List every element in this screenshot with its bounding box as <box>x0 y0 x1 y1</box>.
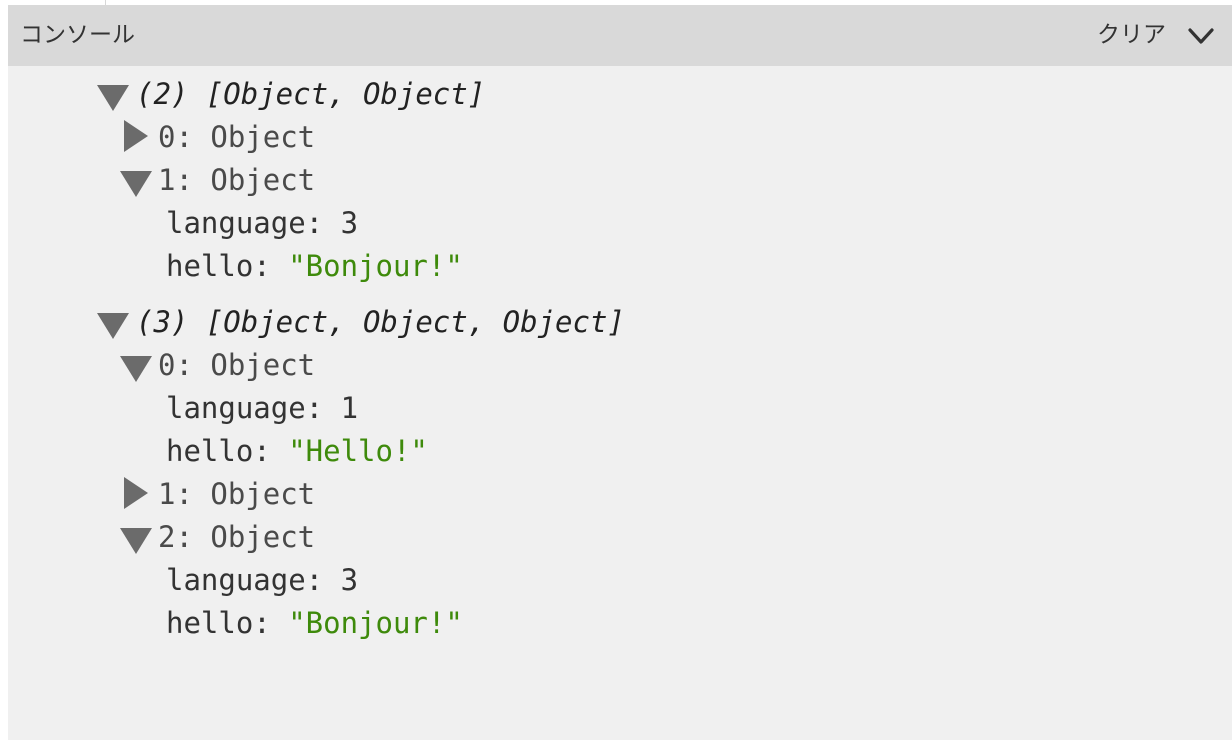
property-key: language: <box>166 206 341 240</box>
expand-triangle-down-icon[interactable] <box>120 171 152 197</box>
array-item[interactable]: 0: Object <box>158 120 316 154</box>
expand-triangle-down-icon[interactable] <box>120 528 152 554</box>
property-value: "Hello!" <box>288 434 428 468</box>
property-key: language: <box>166 563 341 597</box>
array-item[interactable]: 1: Object <box>158 163 316 197</box>
property-key: hello: <box>166 434 289 468</box>
property-value: "Bonjour!" <box>288 249 463 283</box>
property-key: hello: <box>166 249 289 283</box>
expand-triangle-down-icon[interactable] <box>97 85 129 111</box>
object-property: language: 3 <box>166 560 358 600</box>
top-strip-divider <box>105 0 106 5</box>
log-entry-summary[interactable]: (3) [Object, Object, Object] <box>136 305 625 339</box>
expand-triangle-down-icon[interactable] <box>97 313 129 339</box>
property-value: 1 <box>340 391 359 425</box>
array-item[interactable]: 2: Object <box>158 520 316 554</box>
log-entry-summary[interactable]: (2) [Object, Object] <box>136 77 486 111</box>
object-property: language: 3 <box>166 203 358 243</box>
collapse-triangle-right-icon[interactable] <box>124 120 148 152</box>
expand-triangle-down-icon[interactable] <box>120 356 152 382</box>
chevron-down-icon[interactable] <box>1186 21 1216 51</box>
array-item[interactable]: 0: Object <box>158 348 316 382</box>
property-key: language: <box>166 391 341 425</box>
property-key: hello: <box>166 606 289 640</box>
property-value: 3 <box>340 563 359 597</box>
console-output: (2) [Object, Object] 0: Object 1: Object… <box>8 66 1232 740</box>
property-value: "Bonjour!" <box>288 606 463 640</box>
array-item[interactable]: 1: Object <box>158 477 316 511</box>
collapse-triangle-right-icon[interactable] <box>124 477 148 509</box>
property-value: 3 <box>340 206 359 240</box>
object-property: hello: "Bonjour!" <box>166 246 463 286</box>
console-title: コンソール <box>20 22 135 48</box>
top-strip <box>8 0 1232 5</box>
object-property: language: 1 <box>166 388 358 428</box>
console-panel: コンソール クリア (2) [Object, Object] 0: Object… <box>8 0 1232 740</box>
object-property: hello: "Bonjour!" <box>166 603 463 643</box>
clear-button[interactable]: クリア <box>1097 22 1166 48</box>
console-header: コンソール クリア <box>8 5 1232 66</box>
object-property: hello: "Hello!" <box>166 431 428 471</box>
